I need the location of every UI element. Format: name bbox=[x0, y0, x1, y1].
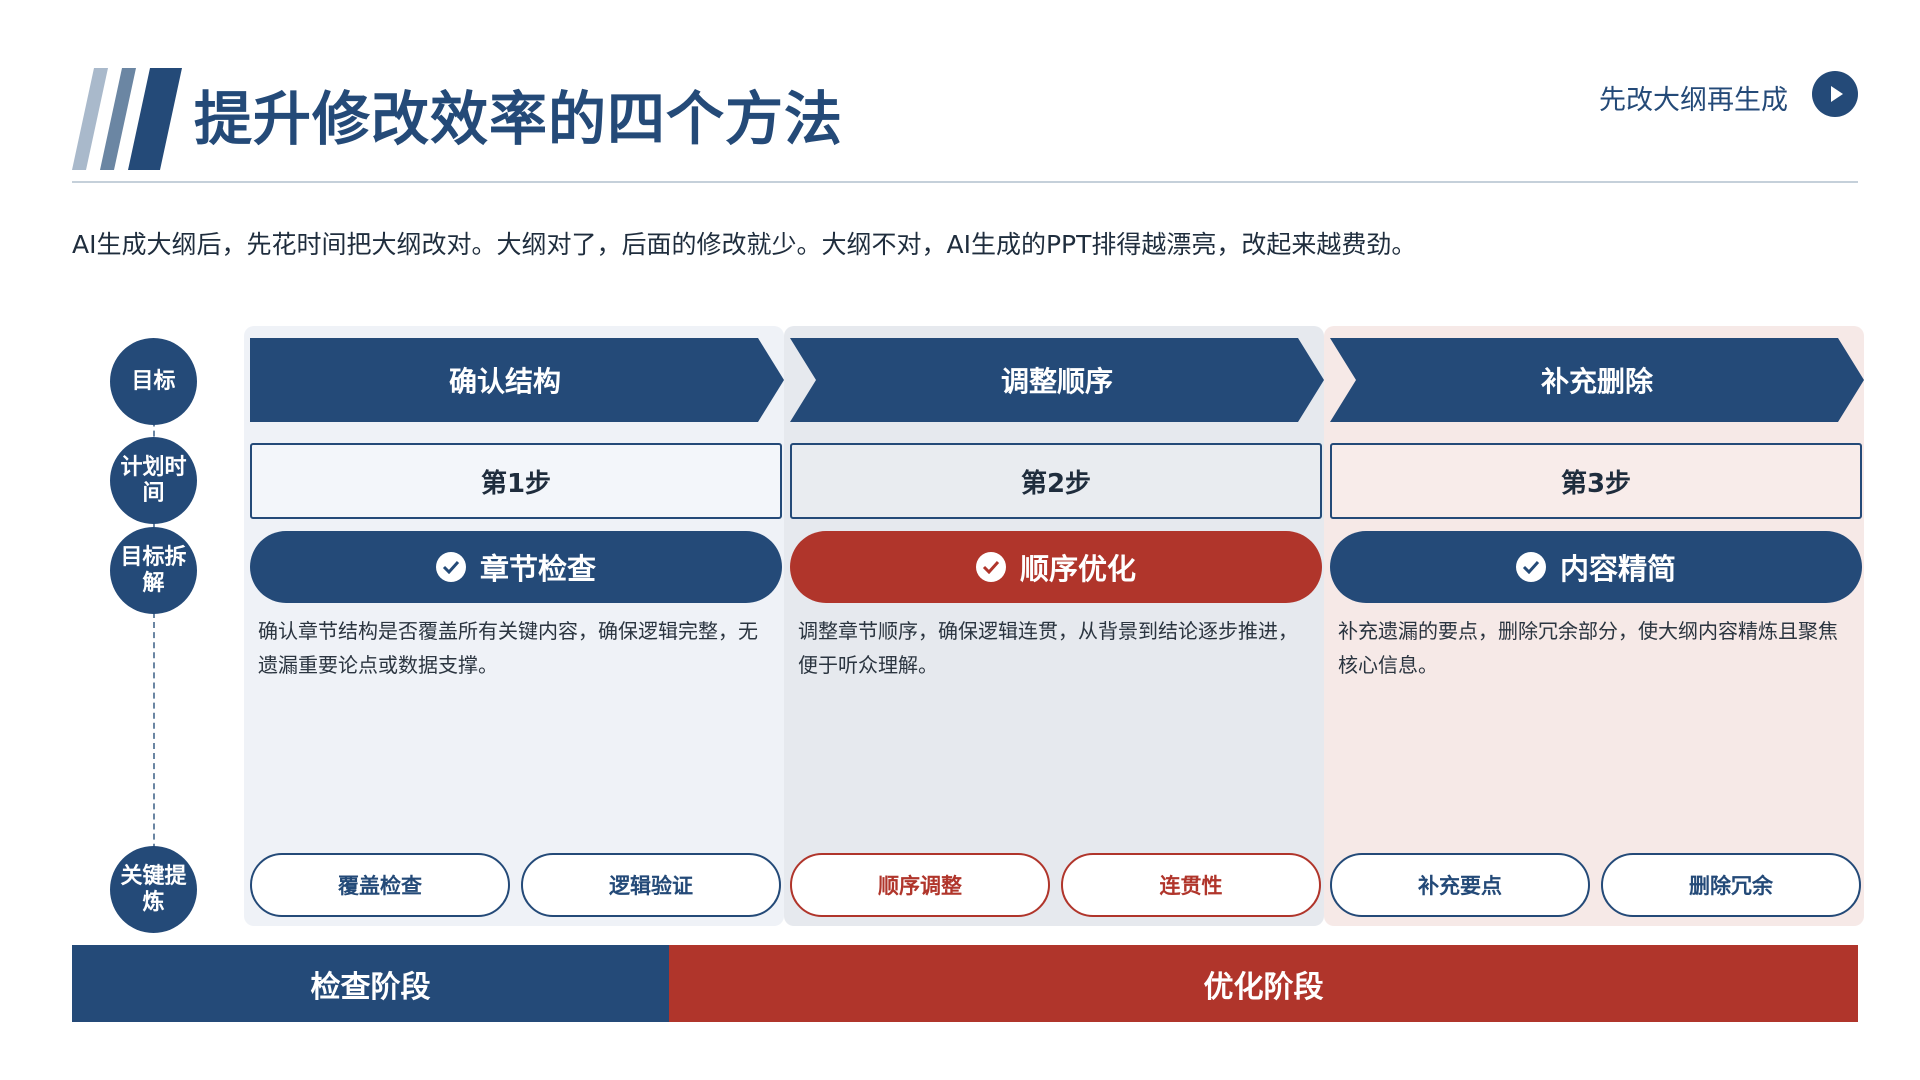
goal-arrow-3: 补充删除 bbox=[1330, 338, 1864, 422]
step-box-3: 第3步 bbox=[1330, 443, 1862, 519]
column-1-background bbox=[244, 326, 784, 926]
hint-text: 先改大纲再生成 bbox=[1599, 85, 1788, 116]
title-stripes-decoration bbox=[72, 68, 182, 170]
key-tag-3b: 删除冗余 bbox=[1601, 853, 1861, 917]
goal-label-1: 确认结构 bbox=[448, 365, 561, 398]
row-connector-line bbox=[153, 350, 155, 890]
task-pill-2: 顺序优化 bbox=[790, 531, 1322, 603]
key-tag-2b: 连贯性 bbox=[1061, 853, 1321, 917]
page-title: 提升修改效率的四个方法 bbox=[194, 85, 844, 153]
task-pill-1: 章节检查 bbox=[250, 531, 782, 603]
key-tag-3a: 补充要点 bbox=[1330, 853, 1590, 917]
task-pill-3: 内容精简 bbox=[1330, 531, 1862, 603]
goal-arrow-1: 确认结构 bbox=[250, 338, 784, 422]
play-icon bbox=[1831, 86, 1843, 102]
task-description-3: 补充遗漏的要点，删除冗余部分，使大纲内容精炼且聚焦核心信息。 bbox=[1338, 619, 1838, 677]
step-box-2: 第2步 bbox=[790, 443, 1322, 519]
phase-optimize: 优化阶段 bbox=[669, 945, 1858, 1022]
task-label-1: 章节检查 bbox=[479, 552, 596, 586]
row-label-plan-time: 计划时间 bbox=[110, 437, 197, 524]
phase-check: 检查阶段 bbox=[72, 945, 669, 1022]
goal-label-2: 调整顺序 bbox=[1000, 365, 1113, 398]
check-circle-icon bbox=[1515, 552, 1546, 582]
row-label-breakdown: 目标拆解 bbox=[110, 527, 197, 614]
check-circle-icon bbox=[435, 552, 466, 582]
task-description-2: 调整章节顺序，确保逻辑连贯，从背景到结论逐步推进，便于听众理解。 bbox=[798, 619, 1298, 677]
key-tag-1b: 逻辑验证 bbox=[521, 853, 781, 917]
play-button[interactable] bbox=[1812, 71, 1858, 117]
task-description-1: 确认章节结构是否覆盖所有关键内容，确保逻辑完整，无遗漏重要论点或数据支撑。 bbox=[258, 619, 758, 677]
task-label-2: 顺序优化 bbox=[1019, 552, 1136, 586]
goal-label-3: 补充删除 bbox=[1540, 365, 1653, 398]
task-label-3: 内容精简 bbox=[1559, 552, 1676, 586]
step-box-1: 第1步 bbox=[250, 443, 782, 519]
row-label-key-points: 关键提炼 bbox=[110, 846, 197, 933]
goal-arrow-2: 调整顺序 bbox=[790, 338, 1324, 422]
check-circle-icon bbox=[975, 552, 1006, 582]
row-label-goal: 目标 bbox=[110, 338, 197, 425]
column-3-background bbox=[1324, 326, 1864, 926]
header-divider bbox=[72, 181, 1858, 183]
intro-text: AI生成大纲后，先花时间把大纲改对。大纲对了，后面的修改就少。大纲不对，AI生成… bbox=[72, 230, 1417, 259]
key-tag-1a: 覆盖检查 bbox=[250, 853, 510, 917]
key-tag-2a: 顺序调整 bbox=[790, 853, 1050, 917]
column-2-background bbox=[784, 326, 1324, 926]
